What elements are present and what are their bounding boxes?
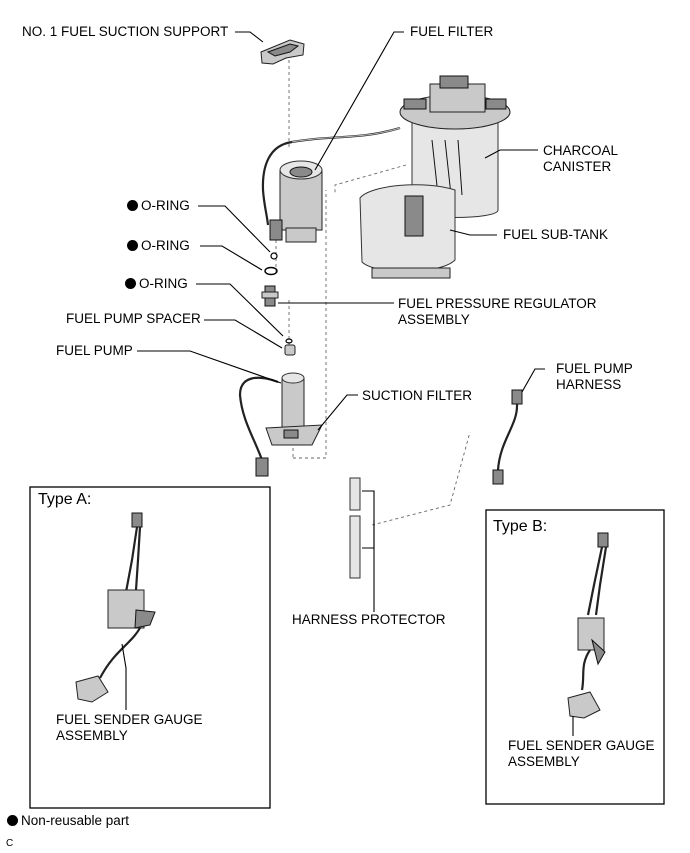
type-b-box	[485, 509, 665, 805]
label-sender-gauge-a: FUEL SENDER GAUGE ASSEMBLY	[56, 712, 203, 743]
label-fuel-filter: FUEL FILTER	[410, 24, 494, 39]
fuel-pump-part	[238, 372, 323, 477]
label-o-ring-3: O-RING	[125, 276, 188, 292]
type-a-box	[29, 486, 271, 809]
o-rings	[264, 252, 293, 344]
fuel-filter-part	[269, 160, 323, 243]
harness-protector-part	[349, 477, 361, 579]
non-reusable-dot-icon	[7, 815, 18, 826]
type-a-title: Type A:	[38, 491, 92, 508]
fuel-hose	[261, 140, 293, 226]
charcoal-canister-part	[399, 75, 511, 218]
label-pump-harness: FUEL PUMP HARNESS	[556, 361, 633, 392]
label-pressure-regulator: FUEL PRESSURE REGULATOR ASSEMBLY	[398, 296, 597, 327]
non-reusable-dot-icon	[127, 240, 138, 251]
label-fuel-pump: FUEL PUMP	[56, 343, 133, 358]
non-reusable-dot-icon	[127, 200, 138, 211]
suction-support-part	[260, 39, 305, 65]
legend: Non-reusable part	[7, 813, 129, 829]
non-reusable-dot-icon	[125, 278, 136, 289]
figure-code: C	[6, 838, 14, 849]
label-o-ring-2: O-RING	[127, 238, 190, 254]
label-harness-protector: HARNESS PROTECTOR	[292, 612, 446, 627]
o-ring-text: O-RING	[139, 276, 188, 291]
pump-harness-part	[492, 389, 523, 485]
label-pump-spacer: FUEL PUMP SPACER	[66, 311, 201, 326]
fuel-sub-tank-part	[359, 184, 456, 279]
type-a-sender-gauge-part	[75, 512, 156, 703]
label-suction-support: NO. 1 FUEL SUCTION SUPPORT	[22, 24, 229, 39]
leader-lines	[121, 31, 574, 736]
assembly-guide-lines	[275, 60, 471, 526]
label-o-ring-1: O-RING	[127, 198, 190, 214]
label-sender-gauge-b: FUEL SENDER GAUGE ASSEMBLY	[508, 738, 655, 769]
o-ring-text: O-RING	[141, 238, 190, 253]
label-charcoal-canister: CHARCOAL CANISTER	[543, 143, 618, 174]
type-b-title: Type B:	[493, 518, 548, 535]
pressure-regulator-part	[261, 285, 279, 307]
pump-spacer-part	[284, 344, 296, 356]
label-suction-filter: SUCTION FILTER	[362, 388, 473, 403]
type-b-sender-gauge-part	[567, 532, 609, 719]
label-fuel-sub-tank: FUEL SUB-TANK	[503, 227, 609, 242]
legend-text: Non-reusable part	[21, 813, 130, 828]
o-ring-text: O-RING	[141, 198, 190, 213]
